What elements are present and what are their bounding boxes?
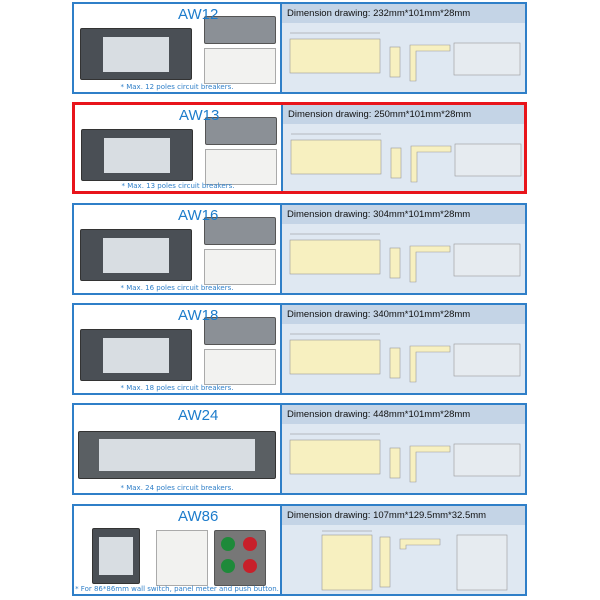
product-row-aw18[interactable]: AW18 * Max. 18 poles circuit breakers. D… <box>72 303 527 395</box>
mounting-view <box>453 42 521 76</box>
dimension-header: Dimension drawing: 448mm*101mm*28mm <box>282 405 525 424</box>
product-photo-closed <box>204 16 276 44</box>
front-view <box>289 439 381 475</box>
side-view <box>389 247 401 279</box>
hinge-view <box>409 345 451 383</box>
side-view <box>389 347 401 379</box>
dimension-panel: Dimension drawing: 107mm*129.5mm*32.5mm <box>282 506 525 594</box>
dimension-panel: Dimension drawing: 340mm*101mm*28mm <box>282 305 525 393</box>
product-photo-closed <box>205 117 277 145</box>
front-view <box>321 534 373 591</box>
product-photo-socket <box>156 530 208 586</box>
dimension-header: Dimension drawing: 107mm*129.5mm*32.5mm <box>282 506 525 525</box>
product-row-aw16[interactable]: AW16 * Max. 16 poles circuit breakers. D… <box>72 203 527 295</box>
side-view <box>390 147 402 179</box>
product-photo <box>81 129 193 181</box>
product-photo-open <box>204 349 276 385</box>
product-note: * Max. 16 poles circuit breakers. <box>120 284 234 292</box>
product-image-panel: AW12 * Max. 12 poles circuit breakers. <box>74 4 282 92</box>
product-image-panel: AW16 * Max. 16 poles circuit breakers. <box>74 205 282 293</box>
product-image-panel: AW13 * Max. 13 poles circuit breakers. <box>75 105 283 191</box>
product-photo-closed <box>204 217 276 245</box>
product-photo <box>92 528 140 584</box>
hinge-view <box>409 44 451 82</box>
hinge-view <box>410 145 452 183</box>
front-view <box>290 139 382 175</box>
dimension-drawing <box>290 133 522 183</box>
product-image-panel: AW86 * For 86*86mm wall switch, panel me… <box>74 506 282 594</box>
front-view <box>289 339 381 375</box>
model-title: AW18 <box>178 307 219 324</box>
dimension-header: Dimension drawing: 340mm*101mm*28mm <box>282 305 525 324</box>
side-view <box>389 447 401 479</box>
dimension-panel: Dimension drawing: 232mm*101mm*28mm <box>282 4 525 92</box>
side-view <box>389 46 401 78</box>
dimension-drawing <box>289 433 521 483</box>
mounting-view <box>454 143 522 177</box>
product-row-aw13[interactable]: AW13 * Max. 13 poles circuit breakers. D… <box>72 102 527 194</box>
dimension-header: Dimension drawing: 232mm*101mm*28mm <box>282 4 525 23</box>
model-title: AW12 <box>178 6 219 23</box>
product-row-aw12[interactable]: AW12 * Max. 12 poles circuit breakers. D… <box>72 2 527 94</box>
product-photo-buttons <box>214 530 266 586</box>
hinge-view <box>409 245 451 283</box>
mounting-view <box>453 343 521 377</box>
mounting-view <box>453 243 521 277</box>
product-photo <box>80 229 192 281</box>
mounting-view <box>456 534 508 591</box>
dimension-panel: Dimension drawing: 304mm*101mm*28mm <box>282 205 525 293</box>
product-image-panel: AW18 * Max. 18 poles circuit breakers. <box>74 305 282 393</box>
dimension-header: Dimension drawing: 250mm*101mm*28mm <box>283 105 524 124</box>
model-title: AW13 <box>179 107 220 124</box>
hinge-view <box>409 445 451 483</box>
model-title: AW16 <box>178 207 219 224</box>
front-view <box>289 38 381 74</box>
product-photo <box>80 28 192 80</box>
front-view <box>289 239 381 275</box>
product-photo-open <box>204 249 276 285</box>
dimension-drawing <box>289 233 521 283</box>
model-title: AW24 <box>178 407 219 424</box>
dimension-drawing <box>321 530 508 591</box>
dimension-drawing <box>289 333 521 383</box>
product-note: * For 86*86mm wall switch, panel meter a… <box>75 585 279 593</box>
product-note: * Max. 12 poles circuit breakers. <box>120 83 234 91</box>
product-row-aw86[interactable]: AW86 * For 86*86mm wall switch, panel me… <box>72 504 527 596</box>
product-row-aw24[interactable]: AW24 * Max. 24 poles circuit breakers. D… <box>72 403 527 495</box>
model-title: AW86 <box>178 508 219 525</box>
product-image-panel: AW24 * Max. 24 poles circuit breakers. <box>74 405 282 493</box>
product-photo <box>80 329 192 381</box>
dimension-drawing <box>289 32 521 82</box>
product-photo-closed <box>204 317 276 345</box>
product-photo-open <box>204 48 276 84</box>
product-note: * Max. 24 poles circuit breakers. <box>120 484 234 492</box>
dimension-panel: Dimension drawing: 448mm*101mm*28mm <box>282 405 525 493</box>
product-photo <box>78 431 276 479</box>
dimension-header: Dimension drawing: 304mm*101mm*28mm <box>282 205 525 224</box>
hinge-view <box>399 538 441 550</box>
product-note: * Max. 13 poles circuit breakers. <box>121 182 235 190</box>
product-photo-open <box>205 149 277 185</box>
side-view <box>379 536 391 588</box>
mounting-view <box>453 443 521 477</box>
dimension-panel: Dimension drawing: 250mm*101mm*28mm <box>283 105 524 191</box>
product-note: * Max. 18 poles circuit breakers. <box>120 384 234 392</box>
